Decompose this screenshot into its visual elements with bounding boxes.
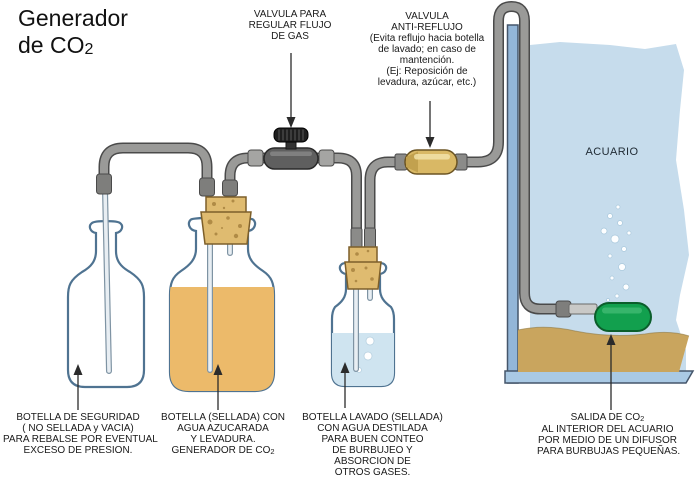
- aquarium: [504, 24, 695, 384]
- connector-generator-right: [222, 179, 238, 197]
- valve-body: [263, 147, 319, 170]
- diffuser-nozzle: [568, 303, 598, 315]
- tube-washing-to-antireflux: [364, 156, 402, 238]
- label-washing-bottle: BOTELLA LAVADO (SELLADA) CON AGUA DESTIL…: [302, 412, 443, 478]
- washing-cork-speckles: [351, 249, 374, 283]
- generator-cork: [200, 196, 252, 245]
- aquarium-glass-wall: [506, 24, 519, 384]
- safety-bottle-inner-tube: [102, 187, 112, 374]
- title-line-2: de CO2: [18, 32, 94, 58]
- connector-washing-left-nub: [350, 227, 363, 250]
- label-valve-regulator: VALVULA PARA REGULAR FLUJO DE GAS: [248, 9, 332, 42]
- page-title: Generador de CO2: [18, 5, 128, 63]
- tube-safety-to-generator: [98, 142, 213, 195]
- co2-bubbles: [600, 204, 632, 302]
- aquarium-water: [530, 42, 689, 372]
- distilled-water-liquid: [332, 333, 394, 386]
- diffuser-body: [594, 302, 652, 332]
- arrow-generator-bottle: [213, 364, 223, 410]
- valve-sleeve-right: [318, 149, 335, 167]
- label-safety-bottle: BOTELLA DE SEGURIDAD ( NO SELLADA y VACI…: [3, 412, 158, 456]
- washing-cork: [344, 246, 382, 290]
- title-subscript: 2: [84, 41, 94, 58]
- arrow-washing-bottle: [340, 362, 350, 408]
- label-aquarium: ACUARIO: [585, 146, 639, 158]
- aquarium-sand: [518, 327, 689, 372]
- valve-sleeve-left: [247, 149, 264, 167]
- generator-bottle: [168, 216, 276, 393]
- arrow-co2-outlet: [606, 334, 616, 410]
- tube-connectors: [96, 173, 376, 250]
- label-valve-antireflux: VALVULA ANTI-REFLUJO (Evita reflujo haci…: [369, 11, 485, 88]
- antireflux-highlight: [414, 154, 450, 160]
- washing-bottle: [330, 261, 396, 388]
- outlet-label-subscript: 2: [640, 414, 645, 423]
- title-line-1: Generador: [18, 5, 128, 31]
- sand-top-edge: [517, 326, 690, 337]
- label-generator-bottle: BOTELLA (SELLADA) CON AGUA AZUCARADA Y L…: [161, 412, 285, 456]
- diffuser-highlight: [602, 307, 642, 314]
- arrow-valve-regulator: [286, 53, 296, 128]
- label-co2-outlet: SALIDA DE CO2 AL INTERIOR DEL ACUARIO PO…: [537, 412, 681, 457]
- sugar-water-liquid: [170, 287, 274, 391]
- diffuser: [555, 300, 652, 332]
- connector-washing-right-nub: [364, 227, 376, 250]
- arrow-valve-antireflux: [425, 101, 435, 148]
- tube-antireflux-to-aquarium: [462, 0, 562, 315]
- generator-label-subscript: 2: [270, 447, 275, 456]
- connector-generator-left: [199, 177, 215, 197]
- valve-knob-knurling: [278, 129, 304, 141]
- gas-flow-valve: [247, 127, 335, 170]
- connector-safety-end: [96, 173, 112, 195]
- arrow-safety-bottle: [73, 364, 83, 410]
- generator-cork-speckles: [207, 199, 242, 239]
- antireflux-valve: [394, 149, 468, 175]
- pointer-arrows: [73, 53, 616, 410]
- aquarium-glass-bottom: [504, 370, 695, 384]
- valve-body-highlight: [270, 151, 312, 156]
